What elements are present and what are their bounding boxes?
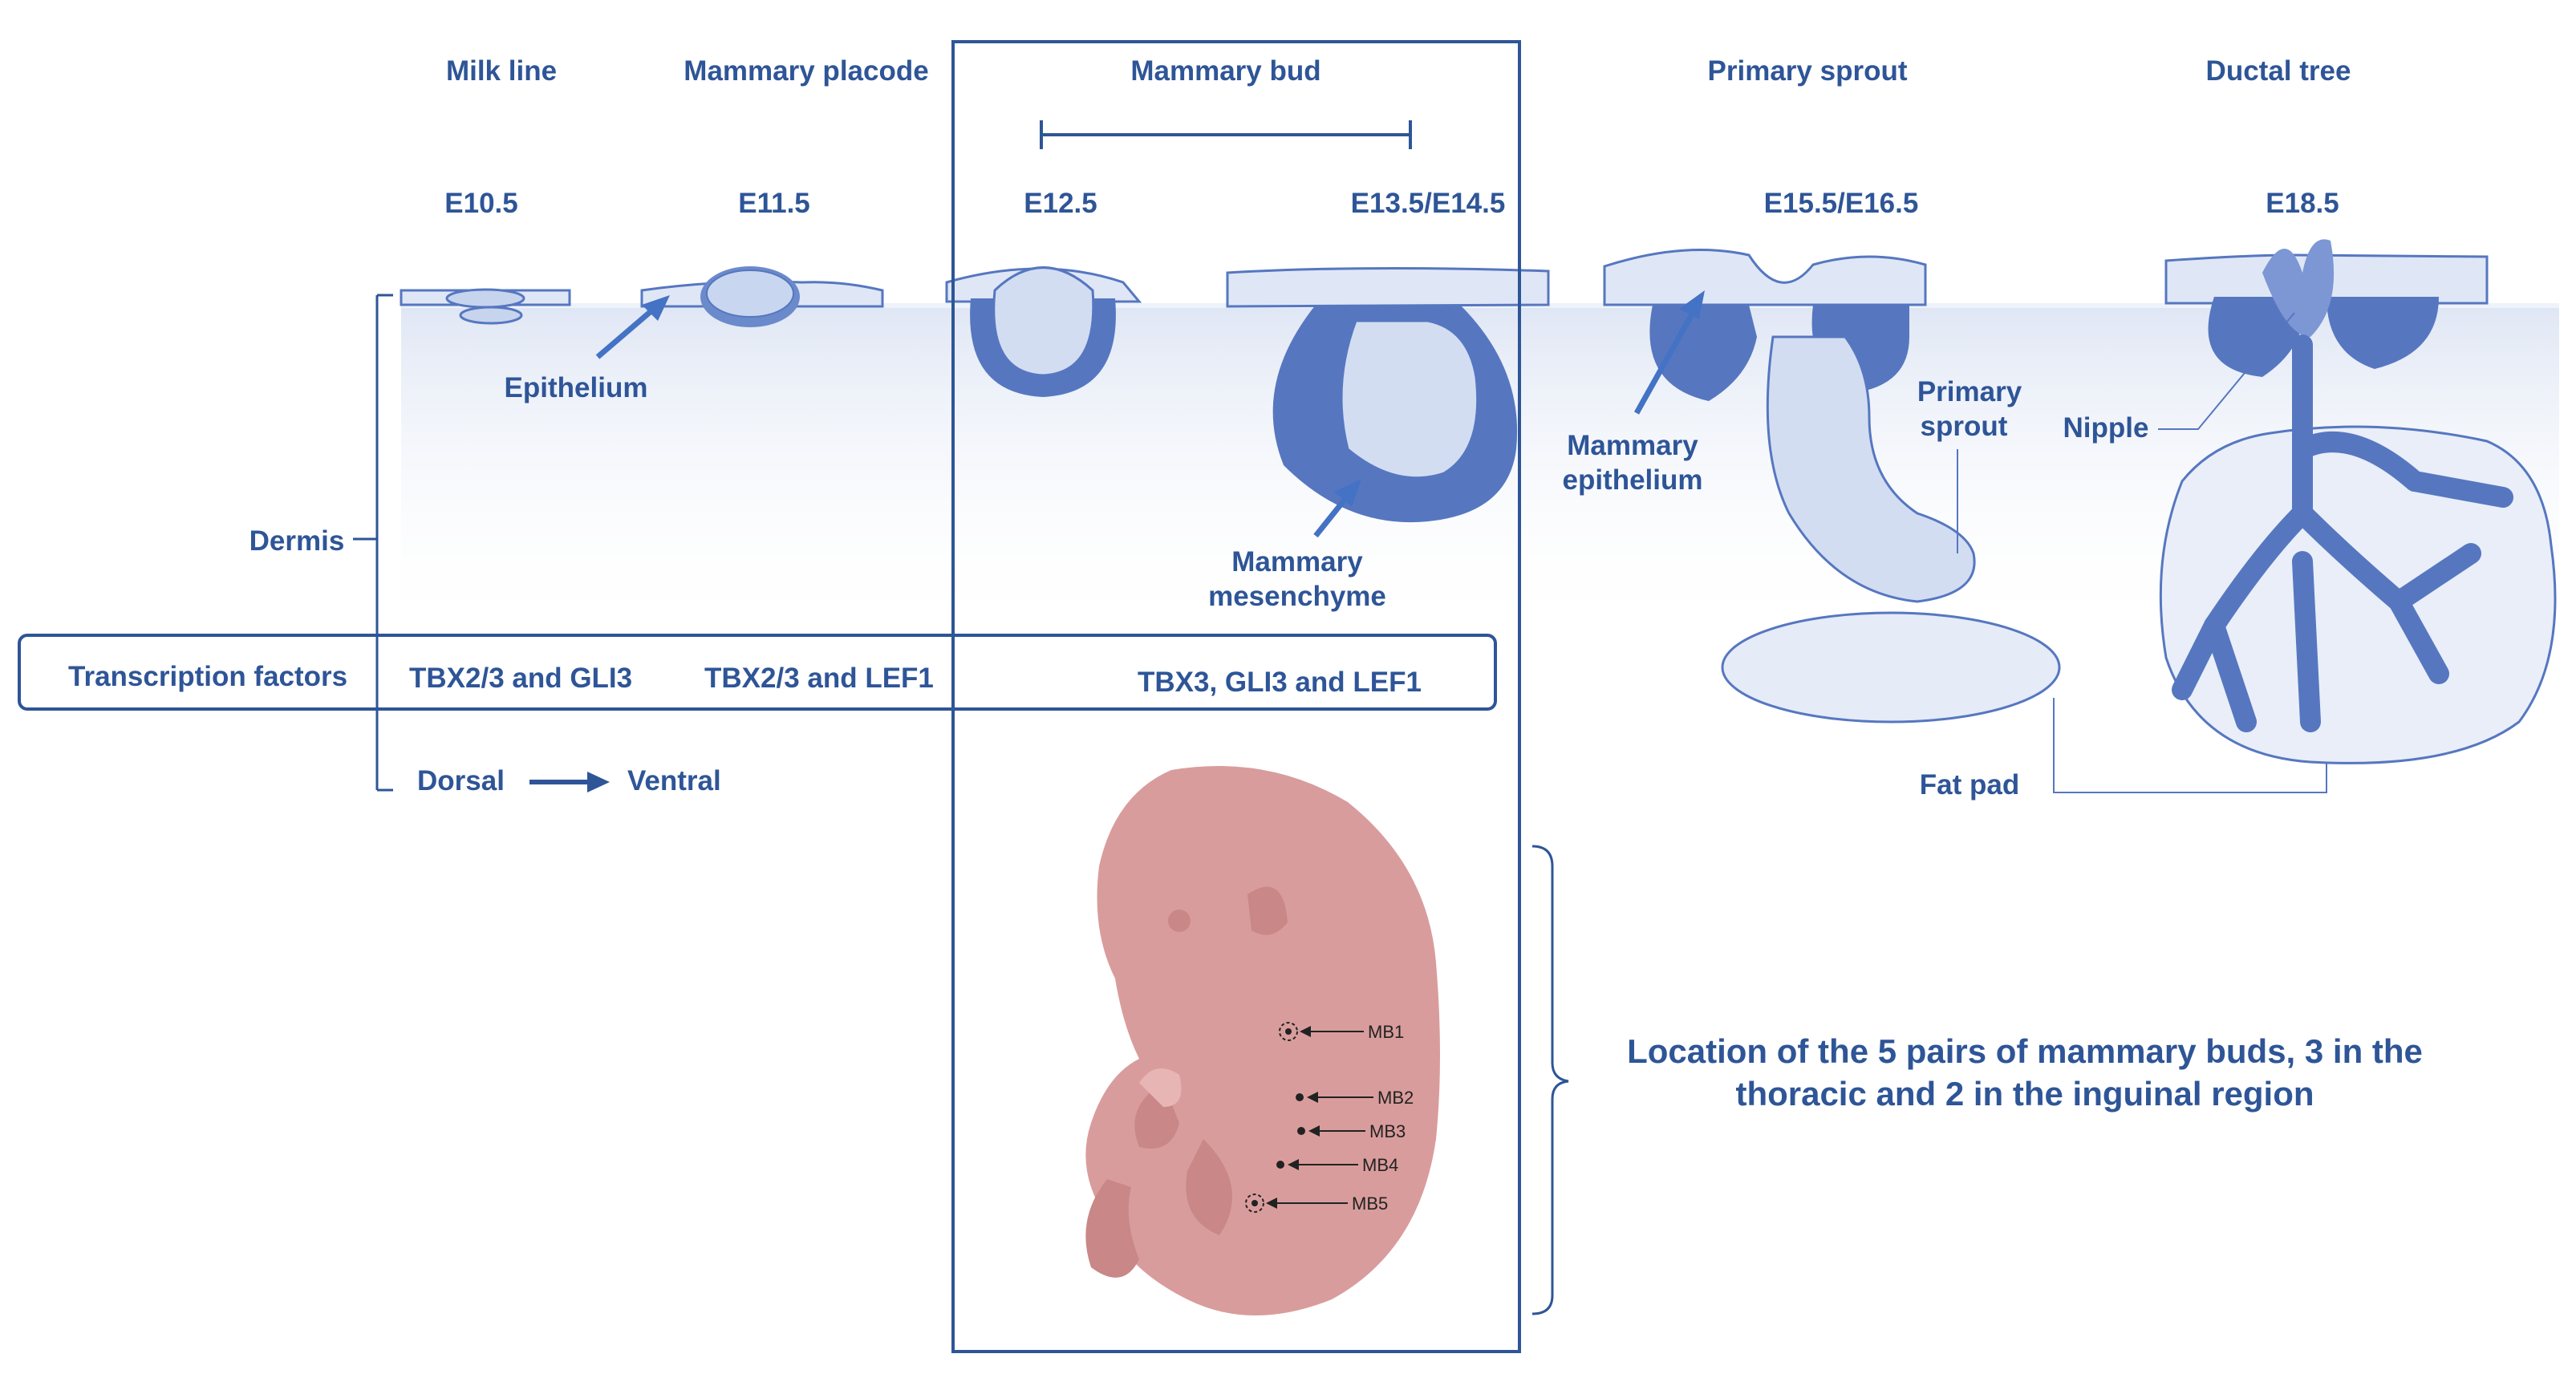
embryo-markers: MB1 MB2 MB3 MB4 MB5 (1245, 1022, 1414, 1214)
bud-range-bar (1040, 120, 1412, 149)
marker-mb3: MB3 (1297, 1121, 1406, 1141)
mammary-epithelium-label-line2: epithelium (1562, 464, 1702, 496)
stage-title-primary-sprout: Primary sprout (1708, 55, 1908, 87)
dermis-bracket (353, 294, 393, 792)
tf-e13-5: TBX3, GLI3 and LEF1 (1138, 667, 1422, 698)
milk-line-thickening (445, 288, 525, 325)
mammary-mesenchyme-label-line1: Mammary (1231, 546, 1363, 578)
nipple-label: Nipple (2063, 412, 2149, 444)
ductal-tree-structure (2159, 239, 2557, 764)
primary-sprout-label-line1: Primary (1917, 376, 2022, 407)
age-e10-5: E10.5 (444, 188, 517, 219)
transcription-factors-box (18, 634, 1497, 711)
epithelium-label: Epithelium (505, 372, 648, 403)
age-e18-5: E18.5 (2266, 188, 2339, 219)
tf-e11-5: TBX2/3 and LEF1 (704, 663, 934, 694)
annotation-arrows (595, 290, 1705, 538)
stage-title-mammary-bud: Mammary bud (1130, 55, 1320, 87)
leader-lines (1957, 312, 2327, 793)
mammary-bud-frame (951, 40, 1521, 1353)
caption-line1: Location of the 5 pairs of mammary buds,… (1627, 1032, 2423, 1070)
stage-titles: Milk line Mammary placode Mammary bud Pr… (446, 55, 2351, 87)
transcription-factors-heading: Transcription factors (68, 661, 347, 692)
marker-mb4-label: MB4 (1362, 1155, 1398, 1175)
mammary-mesenchyme-label-line2: mesenchyme (1208, 581, 1386, 612)
age-e11-5: E11.5 (738, 188, 810, 219)
marker-mb2-label: MB2 (1377, 1088, 1414, 1108)
dorsal-label: Dorsal (417, 765, 505, 796)
marker-mb2: MB2 (1296, 1088, 1414, 1108)
tf-e10-5: TBX2/3 and GLI3 (409, 663, 632, 694)
primary-sprout-label-line2: sprout (1921, 411, 2008, 442)
mammary-epithelium-label-line1: Mammary (1567, 430, 1698, 461)
marker-mb5-label: MB5 (1352, 1194, 1388, 1214)
primary-sprout-structure (1649, 305, 2061, 723)
mammary-bud-e12 (970, 266, 1116, 397)
age-e12-5: E12.5 (1024, 188, 1097, 219)
marker-mb4: MB4 (1276, 1155, 1398, 1175)
age-e15-5-e16-5: E15.5/E16.5 (1764, 188, 1919, 219)
stage-title-mammary-placode: Mammary placode (684, 55, 928, 87)
marker-mb5: MB5 (1245, 1194, 1388, 1214)
dorsal-ventral-arrow (529, 772, 610, 792)
ventral-label: Ventral (627, 765, 721, 796)
mammary-bud-e13 (1272, 305, 1518, 523)
marker-mb1: MB1 (1279, 1022, 1404, 1042)
embryo-illustration (1085, 766, 1440, 1315)
mammary-placode (700, 266, 800, 327)
stage-title-ductal-tree: Ductal tree (2206, 55, 2351, 87)
stage-ages: E10.5 E11.5 E12.5 E13.5/E14.5 E15.5/E16.… (444, 188, 2339, 219)
caption-line2: thoracic and 2 in the inguinal region (1735, 1075, 2314, 1113)
dermis-label: Dermis (249, 525, 345, 557)
marker-mb1-label: MB1 (1368, 1022, 1404, 1042)
embryo-bracket (1531, 845, 1569, 1315)
stage-title-milk-line: Milk line (446, 55, 557, 87)
fat-pad-label: Fat pad (1920, 769, 2019, 800)
ductal-fat-pad-shape (2159, 425, 2557, 764)
fat-pad-shape (1721, 611, 2061, 723)
age-e13-5-e14-5: E13.5/E14.5 (1351, 188, 1506, 219)
marker-mb3-label: MB3 (1369, 1121, 1406, 1141)
